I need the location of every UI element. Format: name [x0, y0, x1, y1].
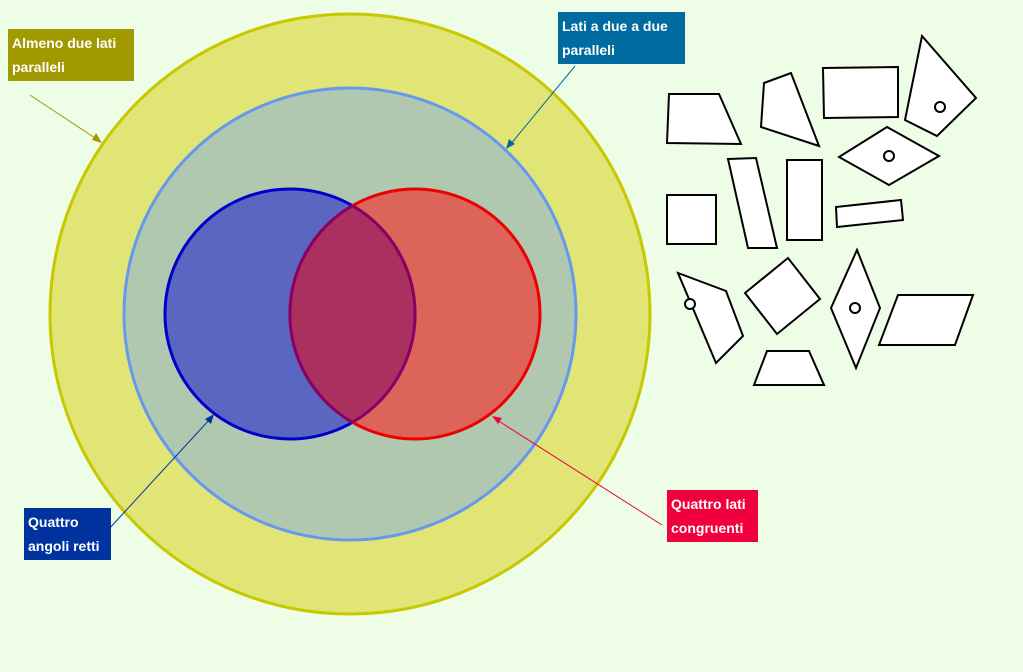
shape-handle-2[interactable]: [883, 150, 895, 162]
label-quattro-angoli-retti: Quattro angoli retti: [24, 508, 111, 560]
arrow-sides: [492, 416, 663, 526]
label-sides-line1: Quattro lati: [671, 496, 746, 512]
shape-handle-4[interactable]: [849, 302, 861, 314]
label-pairs-line2: paralleli: [562, 42, 615, 58]
label-almeno-due-lati-paralleli: Almeno due lati paralleli: [8, 29, 134, 81]
shape-square-small[interactable]: [666, 194, 717, 245]
shape-parallelogram-tall[interactable]: [726, 156, 779, 249]
shape-trapezoid-right[interactable]: [665, 93, 743, 146]
shape-square-rotated[interactable]: [743, 256, 822, 336]
shape-handle-3[interactable]: [684, 298, 696, 310]
overlap-border-red: [288, 204, 354, 424]
shape-kite-1[interactable]: [903, 33, 978, 138]
arrow-parallel: [29, 94, 102, 143]
quadrilateral-shapes: [665, 33, 978, 386]
overlap-region: [290, 189, 415, 439]
shape-rectangle-tall[interactable]: [786, 159, 823, 241]
arrow-angles: [107, 414, 214, 531]
label-angles-line1: Quattro: [28, 514, 79, 530]
overlap-border-blue: [351, 204, 417, 424]
label-angles-line2: angoli retti: [28, 538, 100, 554]
label-quattro-lati-congruenti: Quattro lati congruenti: [667, 490, 758, 542]
shape-quad-irregular-1[interactable]: [759, 71, 821, 148]
shape-trapezoid-isosceles[interactable]: [752, 350, 826, 386]
label-parallel-line2: paralleli: [12, 59, 65, 75]
label-pairs-line1: Lati a due a due: [562, 18, 668, 34]
arrow-pairs: [506, 65, 576, 149]
label-lati-a-due-a-due-paralleli: Lati a due a due paralleli: [558, 12, 685, 64]
shape-rectangle-thin[interactable]: [834, 198, 905, 229]
shape-kite-2[interactable]: [676, 271, 745, 365]
label-sides-line2: congruenti: [671, 520, 744, 536]
shape-rectangle-wide[interactable]: [821, 65, 899, 120]
label-parallel-line1: Almeno due lati: [12, 35, 117, 51]
shape-handle-1[interactable]: [934, 101, 946, 113]
shape-parallelogram-wide[interactable]: [877, 294, 975, 346]
